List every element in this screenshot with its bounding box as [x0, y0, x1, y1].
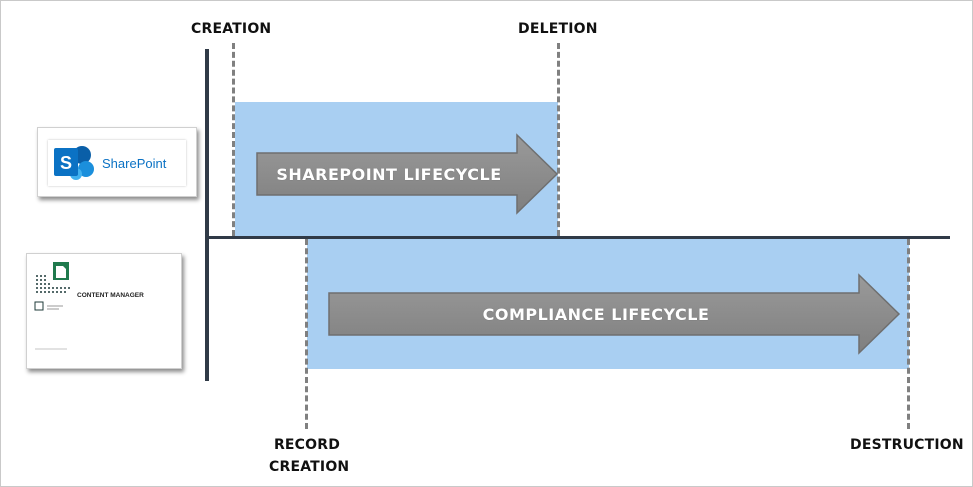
record-creation-label: RECORD CREATION: [269, 434, 350, 478]
deletion-label: DELETION: [518, 21, 598, 37]
creation-marker: [232, 43, 235, 236]
sharepoint-logo: S SharePoint: [48, 140, 186, 186]
sharepoint-lifecycle-arrow: SHAREPOINT LIFECYCLE: [255, 133, 559, 215]
content-manager-logo-card: CONTENT MANAGER: [26, 253, 182, 369]
timeline-horizontal-axis: [205, 236, 950, 239]
compliance-arrow-shape: [328, 273, 901, 355]
sharepoint-logo-card: S SharePoint: [37, 127, 197, 197]
sharepoint-icon-letter: S: [60, 153, 72, 173]
record-creation-marker: [305, 239, 308, 429]
sharepoint-icon: S: [54, 146, 94, 180]
sharepoint-logo-text: SharePoint: [102, 155, 167, 171]
compliance-lifecycle-arrow: COMPLIANCE LIFECYCLE: [327, 273, 901, 355]
record-creation-label-line1: RECORD: [273, 437, 341, 453]
destruction-marker: [907, 239, 910, 429]
destruction-label: DESTRUCTION: [850, 437, 964, 453]
content-manager-icon: [34, 262, 70, 350]
creation-label: CREATION: [191, 21, 272, 37]
deletion-marker: [557, 43, 560, 236]
content-manager-logo-text: CONTENT MANAGER: [77, 292, 144, 299]
sharepoint-lifecycle-label: SHAREPOINT LIFECYCLE: [276, 164, 502, 184]
sharepoint-arrow-shape: [256, 133, 559, 215]
compliance-lifecycle-label: COMPLIANCE LIFECYCLE: [482, 304, 710, 324]
timeline-vertical-axis: [205, 49, 209, 381]
record-creation-label-line2: CREATION: [269, 459, 350, 475]
